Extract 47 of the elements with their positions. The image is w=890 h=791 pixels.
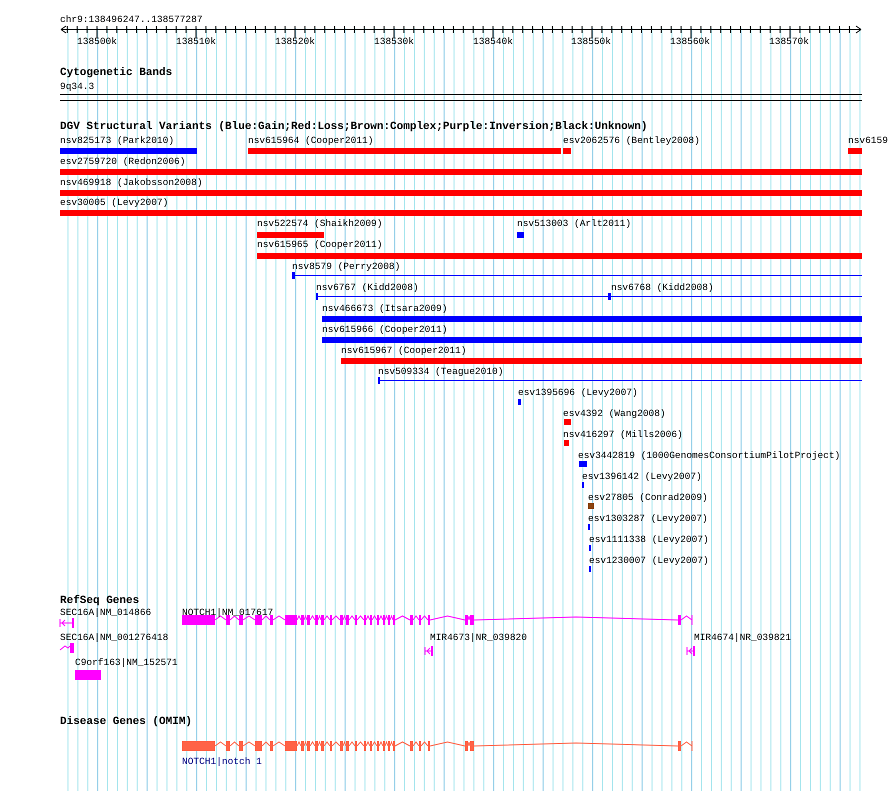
variant-label: esv27805 (Conrad2009): [588, 492, 708, 503]
tick-label: 138500k: [77, 36, 117, 47]
variant-label: esv2759720 (Redon2006): [60, 156, 186, 167]
variant-label: nsv6159: [848, 135, 888, 146]
gene-label: MIR4673|NR_039820: [430, 632, 527, 643]
gene-label: SEC16A|NM_001276418: [60, 632, 168, 643]
band-label: 9q34.3: [60, 81, 94, 92]
gene-label: SEC16A|NM_014866: [60, 607, 152, 618]
variant-label: nsv513003 (Arlt2011): [517, 218, 632, 229]
variant-label: esv2062576 (Bentley2008): [563, 135, 700, 146]
variant-label: esv30005 (Levy2007): [60, 197, 168, 208]
variant-label: nsv615967 (Cooper2011): [341, 345, 466, 356]
variant-label: esv1230007 (Levy2007): [589, 555, 709, 566]
track-title: DGV Structural Variants (Blue:Gain;Red:Loss;Brown:Complex;Purple:Inversion;Black:Unknown): [60, 121, 648, 133]
variant-label: nsv825173 (Park2010): [60, 135, 174, 146]
tick-label: 138510k: [176, 36, 216, 47]
tick-label: 138550k: [571, 36, 611, 47]
variant-label: nsv8579 (Perry2008): [292, 261, 400, 272]
tick-label: 138530k: [374, 36, 414, 47]
variant-label: nsv615966 (Cooper2011): [322, 324, 448, 335]
variant-label: esv3442819 (1000GenomesConsortiumPilotProject): [578, 450, 840, 461]
gene-label: MIR4674|NR_039821: [694, 632, 791, 643]
tick-label: 138540k: [473, 36, 513, 47]
variant-label: nsv466673 (Itsara2009): [322, 303, 448, 314]
variant-label: nsv416297 (Mills2006): [563, 429, 683, 440]
gene-label: C9orf163|NM_152571: [75, 657, 178, 668]
variant-label: esv4392 (Wang2008): [563, 408, 666, 419]
variant-label: nsv6768 (Kidd2008): [611, 282, 714, 293]
tick-label: 138560k: [670, 36, 710, 47]
variant-label: nsv615965 (Cooper2011): [257, 239, 382, 250]
track-title: RefSeq Genes: [60, 595, 140, 607]
track-title: Cytogenetic Bands: [60, 67, 172, 79]
variant-label: nsv509334 (Teague2010): [378, 366, 504, 377]
variant-label: esv1111338 (Levy2007): [589, 534, 709, 545]
variant-label: nsv615964 (Cooper2011): [248, 135, 374, 146]
variant-label: nsv6767 (Kidd2008): [316, 282, 419, 293]
tick-label: 138570k: [769, 36, 809, 47]
variant-label: nsv469918 (Jakobsson2008): [60, 177, 203, 188]
variant-label: esv1303287 (Levy2007): [588, 513, 708, 524]
variant-label: nsv522574 (Shaikh2009): [257, 218, 382, 229]
coordinate-label: chr9:138496247..138577287: [60, 14, 203, 25]
variant-label: esv1395696 (Levy2007): [518, 387, 638, 398]
variant-label: esv1396142 (Levy2007): [582, 471, 702, 482]
tick-label: 138520k: [275, 36, 315, 47]
gene-label: NOTCH1|NM_017617: [182, 607, 274, 618]
track-title: Disease Genes (OMIM): [60, 716, 192, 728]
gene-label: NOTCH1|notch 1: [182, 756, 262, 767]
